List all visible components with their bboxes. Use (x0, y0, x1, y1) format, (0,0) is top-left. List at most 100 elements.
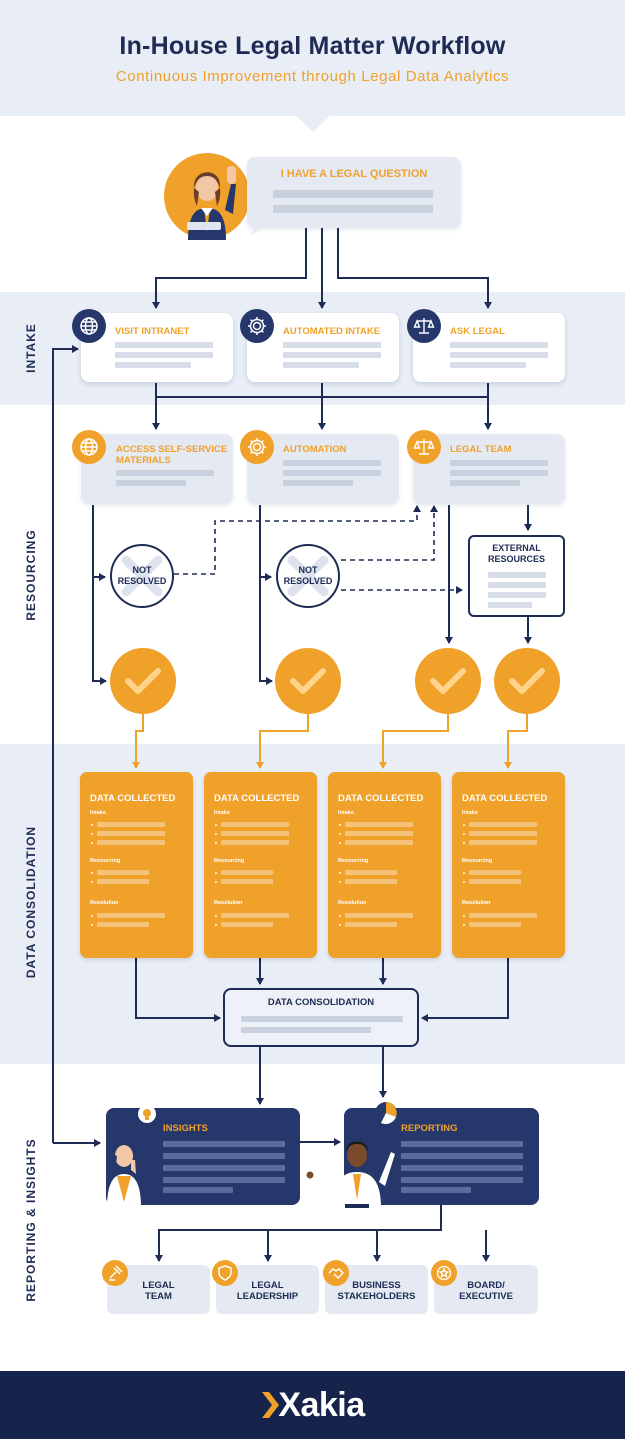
text-placeholder (283, 352, 381, 358)
data-collected-resourcing-label: Resourcing (214, 858, 245, 864)
audience-line2: EXECUTIVE (459, 1291, 513, 1302)
insights-title: INSIGHTS (163, 1123, 208, 1134)
text-placeholder (450, 362, 526, 368)
audience-line2: TEAM (145, 1291, 172, 1302)
star-icon (431, 1260, 457, 1286)
globe-icon (72, 309, 106, 343)
question-text: I HAVE A LEGAL QUESTION (280, 168, 428, 180)
reporting-title: REPORTING (401, 1123, 458, 1134)
data-collected-intake-label: Intake (462, 810, 478, 816)
data-collected-card-4: DATA COLLECTED Intake Resourcing Resolut… (452, 772, 565, 958)
logo-text: Xakia (278, 1385, 365, 1424)
data-collected-resolution-label: Resolution (214, 900, 243, 906)
text-placeholder (488, 572, 546, 578)
reporting-man-figure (305, 1100, 405, 1208)
audience-line2: STAKEHOLDERS (337, 1291, 416, 1302)
resolved-check-legal-team (415, 648, 481, 714)
page-subtitle: Continuous Improvement through Legal Dat… (115, 68, 510, 85)
data-consolidation-box: DATA CONSOLIDATION (223, 988, 419, 1047)
text-placeholder (283, 470, 381, 476)
not-resolved-line1: NOT (298, 565, 318, 575)
data-collected-intake-label: Intake (90, 810, 106, 816)
audience-line1: LEGAL (142, 1280, 175, 1291)
gavel-icon (102, 1260, 128, 1286)
data-collected-resolution-label: Resolution (462, 900, 491, 906)
check-icon (430, 668, 466, 694)
text-placeholder (115, 362, 191, 368)
audience-line1: LEGAL (251, 1280, 284, 1291)
shield-icon (212, 1260, 238, 1286)
data-consolidation-title: DATA CONSOLIDATION (267, 997, 375, 1008)
woman-avatar (163, 152, 251, 240)
check-icon (509, 668, 545, 694)
text-placeholder (450, 342, 548, 348)
text-placeholder (273, 190, 433, 198)
data-collected-title: DATA COLLECTED (90, 793, 176, 804)
xakia-logo: Xakia (0, 1371, 625, 1439)
section-label-reporting-insights: REPORTING & INSIGHTS (24, 1138, 38, 1302)
data-collected-card-2: DATA COLLECTED Intake Resourcing Resolut… (204, 772, 317, 958)
external-line1: EXTERNAL (492, 543, 541, 553)
text-placeholder (273, 205, 433, 213)
text-placeholder (283, 342, 381, 348)
scales-icon (407, 430, 441, 464)
resolved-check-external (494, 648, 560, 714)
data-collected-card-3: DATA COLLECTED Intake Resourcing Resolut… (328, 772, 441, 958)
audience-board-executive: BOARD/EXECUTIVE (434, 1265, 538, 1314)
resolved-check-automation (275, 648, 341, 714)
resolved-check-self-service (110, 648, 176, 714)
text-placeholder (488, 602, 532, 608)
page-title: In-House Legal Matter Workflow (119, 32, 506, 60)
data-collected-intake-label: Intake (338, 810, 354, 816)
logo-chevron-icon (262, 1392, 280, 1418)
globe-icon (72, 430, 106, 464)
data-collected-resourcing-label: Resourcing (90, 858, 121, 864)
intake-label-ask-legal: ASK LEGAL (450, 326, 505, 337)
data-collected-resolution-label: Resolution (338, 900, 367, 906)
text-placeholder (115, 352, 213, 358)
resourcing-label-automation: AUTOMATION (283, 444, 347, 455)
intake-label-visit-intranet: VISIT INTRANET (115, 326, 190, 337)
header-band (0, 0, 625, 116)
data-collected-resourcing-label: Resourcing (338, 858, 369, 864)
section-label-data-consolidation: DATA CONSOLIDATION (24, 825, 38, 979)
text-placeholder (283, 460, 381, 466)
gear-icon (240, 309, 274, 343)
header-pointer (295, 115, 331, 132)
data-collected-card-1: DATA COLLECTED Intake Resourcing Resolut… (80, 772, 193, 958)
gear-icon (240, 430, 274, 464)
text-placeholder (450, 460, 548, 466)
data-collected-intake-label: Intake (214, 810, 230, 816)
text-placeholder (450, 480, 520, 486)
section-label-resourcing: RESOURCING (24, 529, 38, 621)
footer-bar: Xakia (0, 1371, 625, 1439)
audience-line1: BUSINESS (352, 1280, 401, 1291)
insights-woman-figure (101, 1104, 161, 1208)
resourcing-label-self-service: ACCESS SELF-SERVICE MATERIALS (116, 444, 228, 466)
external-line2: RESOURCES (487, 554, 545, 564)
data-collected-title: DATA COLLECTED (338, 793, 424, 804)
intake-label-automated-intake: AUTOMATED INTAKE (283, 326, 381, 337)
text-placeholder (283, 362, 359, 368)
handshake-icon (323, 1260, 349, 1286)
data-collected-resolution-label: Resolution (90, 900, 119, 906)
data-collected-resourcing-label: Resourcing (462, 858, 493, 864)
audience-line1: BOARD/ (467, 1280, 505, 1291)
audience-line2: LEADERSHIP (236, 1291, 299, 1302)
text-placeholder (450, 470, 548, 476)
not-resolved-line2: RESOLVED (117, 576, 167, 586)
section-label-intake: INTAKE (24, 323, 38, 373)
not-resolved-line1: NOT (132, 565, 152, 575)
text-placeholder (241, 1027, 371, 1033)
not-resolved-line2: RESOLVED (283, 576, 333, 586)
bubble-tail (250, 216, 276, 236)
text-placeholder (488, 592, 546, 598)
check-icon (125, 668, 161, 694)
data-collected-title: DATA COLLECTED (462, 793, 548, 804)
text-placeholder (283, 480, 353, 486)
text-placeholder (488, 582, 546, 588)
